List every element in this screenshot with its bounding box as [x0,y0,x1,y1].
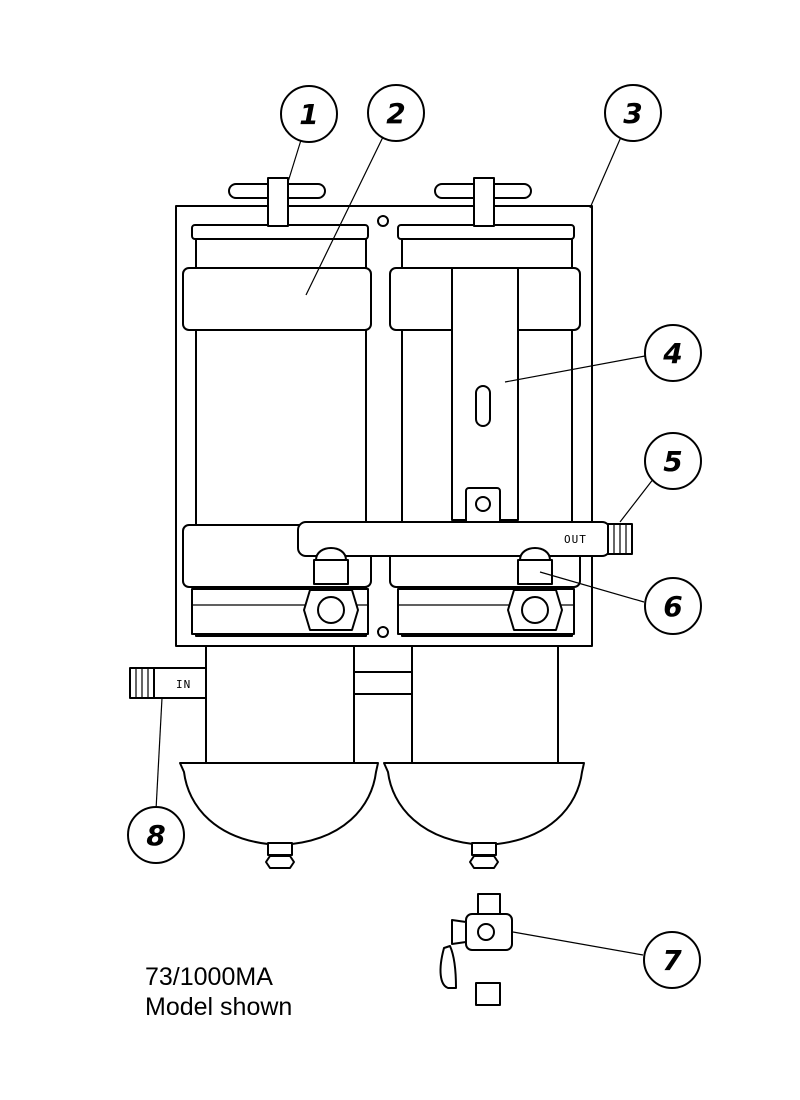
left-check-fitting [303,547,359,631]
drain-valve [439,893,513,1006]
callout-8-number: 8 [146,819,165,852]
callout-7: 7 [643,931,701,989]
model-number: 73/1000MA [145,963,273,991]
leader-lines [155,136,655,956]
outlet-pipe: OUT [297,521,633,557]
inlet-label: IN [176,678,191,691]
callout-4: 4 [644,324,702,382]
outlet-label: OUT [564,533,587,546]
callout-8: 8 [127,806,185,864]
callout-7-number: 7 [662,944,682,977]
left-t-handle [228,177,326,227]
callout-2-number: 2 [386,97,405,130]
callout-2: 2 [367,84,425,142]
vacuum-gauge-strip [451,267,519,525]
callout-1-number: 1 [299,98,318,131]
inlet-pipe: IN [129,667,413,699]
model-caption: 73/1000MA Model shown [145,962,292,1022]
bracket-hole-top [377,215,389,227]
bracket-hole-bottom [377,626,389,638]
right-check-fitting [507,547,563,631]
callout-6-number: 6 [663,590,682,623]
callout-5-number: 5 [663,445,682,478]
callout-5: 5 [644,432,702,490]
callout-6: 6 [644,577,702,635]
callout-3-number: 3 [623,97,642,130]
callout-1: 1 [280,85,338,143]
right-t-handle [434,177,532,227]
model-note: Model shown [145,993,293,1021]
callout-3: 3 [604,84,662,142]
callout-4-number: 4 [662,337,682,370]
